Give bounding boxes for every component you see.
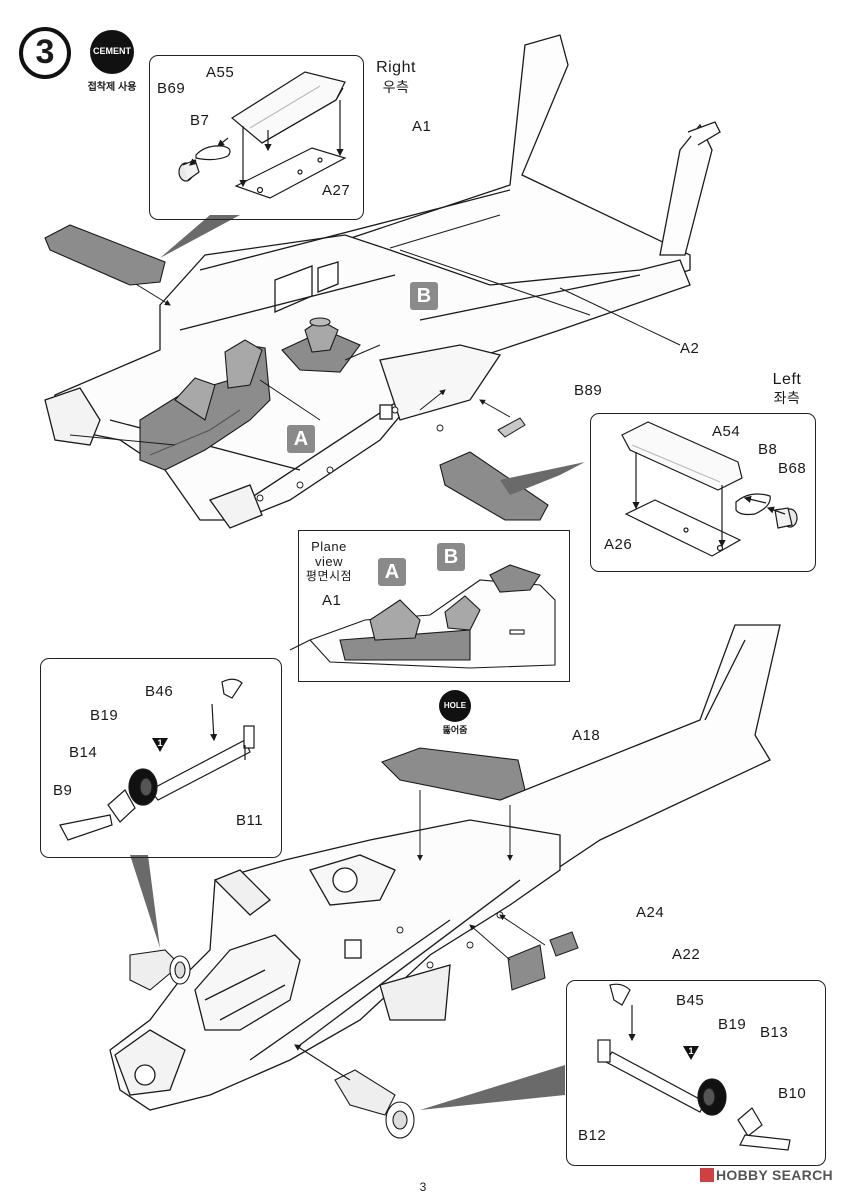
left-panel-drawing <box>621 421 798 557</box>
gear-right-label-b12: B12 <box>578 1127 607 1144</box>
subassembly-badge-b: B <box>410 282 438 310</box>
part-label-a22: A22 <box>672 946 701 963</box>
cockpit-subassembly-a <box>139 339 271 471</box>
gear-left-label-b9: B9 <box>53 782 73 799</box>
watermark-logo-mark <box>700 1168 714 1182</box>
plane-view-drawing <box>289 564 556 669</box>
a18-part <box>381 747 526 801</box>
step-number: 3 <box>35 33 55 71</box>
hole-icon <box>439 690 471 722</box>
left-stabilizer-part <box>439 451 549 521</box>
left-detail-panel <box>590 413 816 572</box>
right-title-ko: 우측 <box>382 79 410 95</box>
left-panel-pointer <box>500 462 585 495</box>
gear-left-marker: 1 <box>157 738 163 748</box>
part-label-a18: A18 <box>572 727 601 744</box>
gear-left-label-b11: B11 <box>236 812 264 829</box>
gear-left-label-b19: B19 <box>90 707 119 724</box>
right-title-en: Right <box>376 59 416 76</box>
cement-icon <box>90 30 134 74</box>
gear-right-marker: 1 <box>688 1046 694 1056</box>
gear-right-drawing <box>597 983 791 1151</box>
left-title-ko: 좌측 <box>773 390 801 406</box>
plane-view-badge-a: A <box>378 558 406 586</box>
upper-fuselage-drawing <box>44 34 721 529</box>
gear-left-label-b14: B14 <box>69 744 98 761</box>
part-label-a27: A27 <box>322 182 351 199</box>
page-number: 3 <box>419 1180 427 1194</box>
part-label-a26: A26 <box>604 536 633 553</box>
right-panel-pointer <box>160 215 240 258</box>
gear-left-drawing <box>59 678 255 841</box>
plane-view-badge-b: B <box>437 543 465 571</box>
plane-view-title-ko: 평면시점 <box>305 569 353 583</box>
plane-view-title-1: Plane <box>311 539 347 554</box>
gear-right-panel <box>566 980 826 1166</box>
a22-part <box>507 944 546 991</box>
plane-view-part-a1: A1 <box>322 592 342 609</box>
right-detail-panel <box>149 55 364 220</box>
gear-right-pointer <box>420 1065 565 1110</box>
part-label-b69: B69 <box>157 80 186 97</box>
cement-caption: 접착제 사용 <box>87 82 137 93</box>
plane-view-title-2: view <box>314 554 343 569</box>
step-number-circle <box>19 27 71 79</box>
gear-right-label-b19: B19 <box>718 1016 747 1033</box>
gear-right-label-b45: B45 <box>676 992 705 1009</box>
a24-part <box>549 931 579 957</box>
gear-left-pointer <box>130 855 160 948</box>
plane-view-panel <box>298 530 570 682</box>
part-label-a2: A2 <box>680 340 700 357</box>
hole-icon-caption: 뚫어줌 <box>442 725 468 735</box>
part-label-a54: A54 <box>712 423 741 440</box>
cement-icon-label: CEMENT <box>93 46 131 56</box>
subassembly-badge-a: A <box>287 425 315 453</box>
part-label-b68: B68 <box>778 460 807 477</box>
b89-part <box>497 417 526 438</box>
part-label-a1: A1 <box>412 118 432 135</box>
gear-right-label-b13: B13 <box>760 1024 789 1041</box>
part-label-b8: B8 <box>758 441 778 458</box>
right-panel-drawing <box>178 71 347 199</box>
part-label-a24: A24 <box>636 904 665 921</box>
gear-left-label-b46: B46 <box>145 683 174 700</box>
right-stabilizer-part <box>44 224 166 286</box>
gear-right-label-b10: B10 <box>778 1085 807 1102</box>
rotor-mount-subassembly-b <box>281 317 361 373</box>
left-title-en: Left <box>772 371 802 388</box>
part-label-b89: B89 <box>574 382 603 399</box>
part-label-b7: B7 <box>190 112 210 129</box>
lower-fuselage-drawing <box>109 624 781 1111</box>
hole-icon-label: HOLE <box>443 701 467 710</box>
gear-left-panel <box>40 658 282 858</box>
installed-gear-left <box>129 949 191 991</box>
installed-gear-right <box>294 1044 415 1139</box>
watermark: HOBBY SEARCH <box>716 1167 833 1183</box>
part-label-a55: A55 <box>206 64 235 81</box>
